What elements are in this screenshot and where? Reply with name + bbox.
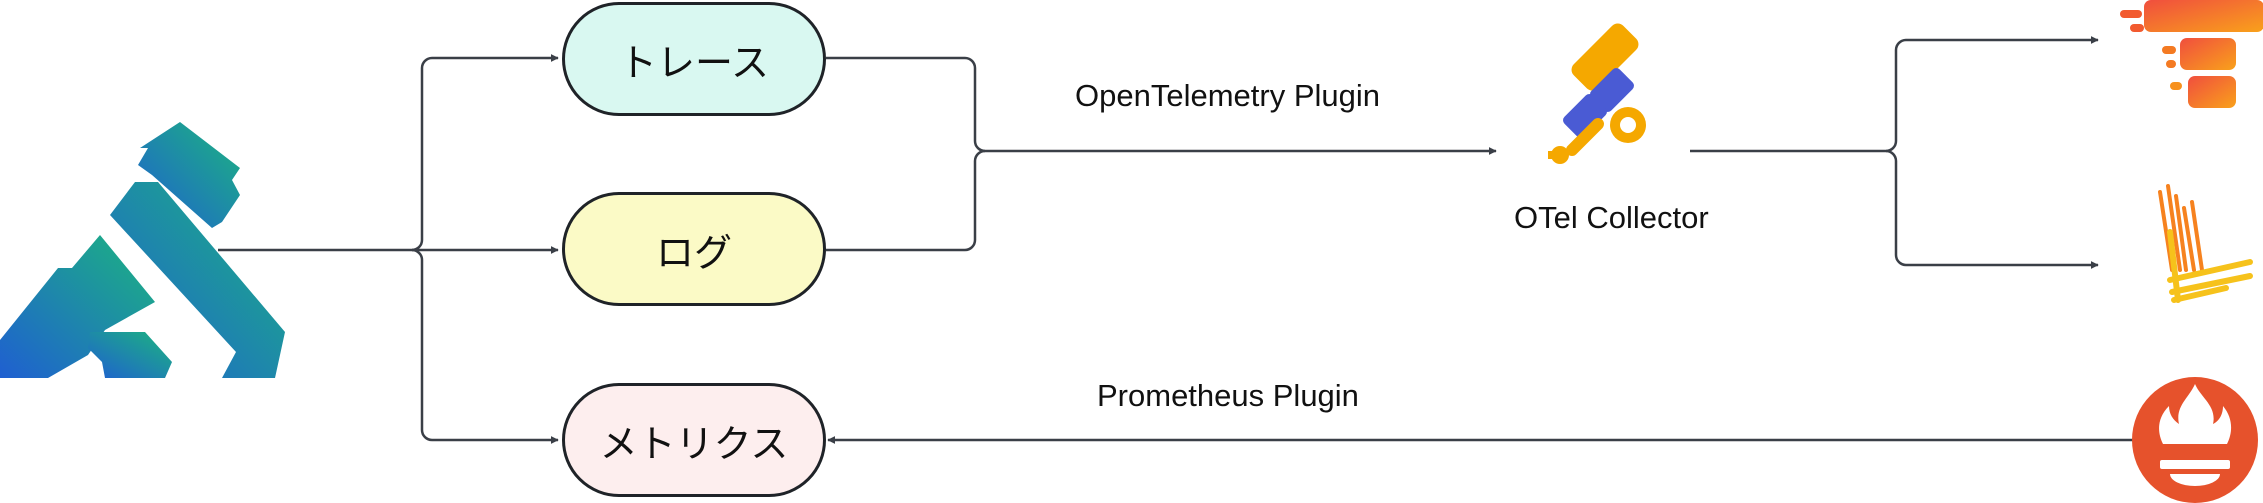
trace-node: トレース: [562, 2, 826, 116]
edge-kong-to-metrics: [411, 248, 559, 444]
prometheus-torch-icon: [2132, 377, 2258, 503]
edge-collector-to-loki: [1885, 149, 2099, 269]
grafana-loki-icon: [2158, 184, 2253, 303]
prometheus-plugin-label: Prometheus Plugin: [1097, 378, 1359, 413]
edge-collector-to-tempo: [1690, 36, 2099, 153]
trace-node-label: トレース: [618, 40, 770, 85]
opentelemetry-telescope-icon: [1548, 23, 1646, 164]
edge-log-to-collector: [826, 149, 986, 252]
otel-plugin-label: OpenTelemetry Plugin: [1075, 78, 1380, 113]
grafana-tempo-icon: [2120, 0, 2263, 108]
log-node: ログ: [562, 192, 826, 306]
collector-label: OTel Collector: [1514, 200, 1709, 235]
metrics-node-label: メトリクス: [599, 421, 789, 466]
connectors: [218, 36, 2135, 444]
metrics-node: メトリクス: [562, 383, 826, 497]
log-node-label: ログ: [655, 230, 732, 275]
kong-gorilla-icon: [0, 122, 285, 378]
edge-kong-to-trace: [218, 54, 559, 252]
